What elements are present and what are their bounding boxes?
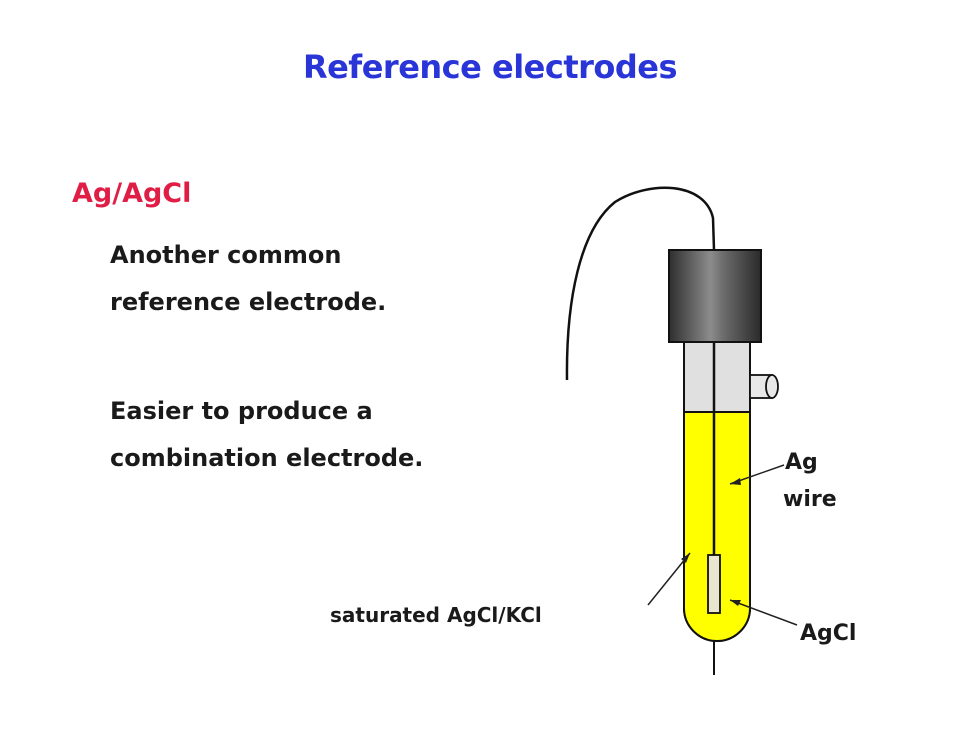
label-solution: saturated AgCl/KCl [330,603,542,627]
agcl-pointer-head [730,600,741,606]
point-1-line-2: reference electrode. [110,288,387,316]
electrode-cable [565,186,716,381]
solution-pointer-head [681,553,690,563]
label-ag-wire-line-1: Ag [785,450,818,475]
slide-title: Reference electrodes [302,48,678,86]
point-2: Easier to produce a combination electrod… [110,388,423,482]
agcl-pointer [729,599,798,626]
fill-port-cap [765,374,779,399]
electrolyte-solution [683,411,751,642]
ag-wire-pointer-head [730,478,741,485]
label-ag-wire-line-2: wire [783,487,837,512]
point-1-line-1: Another common [110,241,342,269]
electrode-cap [668,249,762,343]
point-1: Another common reference electrode. [110,232,386,326]
point-2-line-2: combination electrode. [110,444,424,472]
point-2-line-1: Easier to produce a [110,397,373,425]
agcl-element [707,554,721,614]
label-agcl: AgCl [800,621,856,646]
slide-subtitle: Ag/AgCl [72,178,192,209]
solution-pointer [647,552,691,606]
